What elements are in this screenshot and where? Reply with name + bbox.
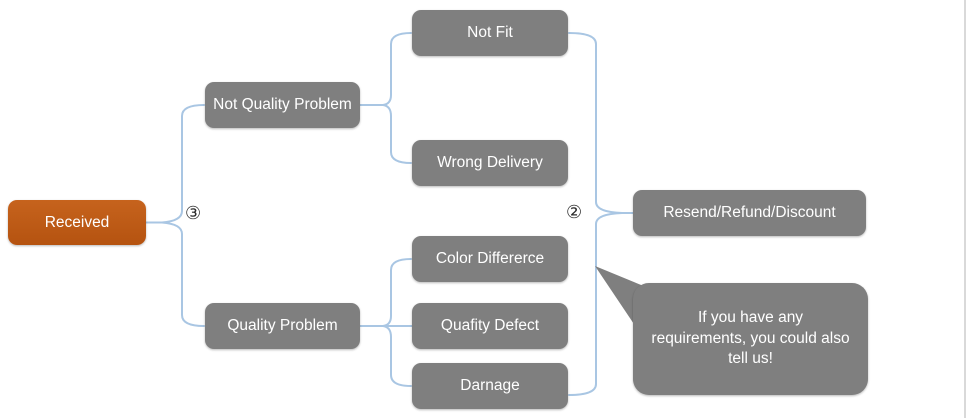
marker-circled-two: ② — [566, 204, 582, 222]
callout-bubble: If you have any requirements, you could … — [633, 283, 868, 395]
node-not-fit-label: Not Fit — [467, 24, 513, 42]
node-resend-refund-discount: Resend/Refund/Discount — [633, 190, 866, 236]
node-darnage: Darnage — [412, 363, 568, 409]
node-darnage-label: Darnage — [460, 377, 520, 395]
node-received-label: Received — [44, 213, 110, 231]
node-resend-refund-discount-label: Resend/Refund/Discount — [663, 204, 836, 222]
node-wrong-delivery: Wrong Delivery — [412, 140, 568, 186]
node-quality-problem: Quality Problem — [205, 303, 360, 349]
node-quafity-defect: Quafity Defect — [412, 303, 568, 349]
connector-brace-not-quality — [382, 32, 412, 164]
node-quafity-defect-label: Quafity Defect — [440, 317, 540, 335]
node-not-quality-problem: Not Quality Problem — [205, 82, 360, 128]
callout-text: If you have any requirements, you could … — [651, 308, 850, 368]
marker-circled-two-glyph: ② — [566, 202, 583, 223]
node-received: Received — [8, 200, 146, 245]
connector-brace-quality — [382, 258, 412, 387]
page-edge-line — [964, 0, 966, 418]
connector-brace-level1 — [161, 104, 205, 327]
node-color-differerce-label: Color Differerce — [435, 250, 545, 268]
marker-circled-three: ③ — [185, 205, 201, 223]
node-not-quality-problem-label: Not Quality Problem — [213, 96, 352, 114]
node-not-fit: Not Fit — [412, 10, 568, 56]
marker-circled-three-glyph: ③ — [185, 203, 202, 224]
node-wrong-delivery-label: Wrong Delivery — [437, 154, 543, 172]
node-quality-problem-label: Quality Problem — [227, 317, 338, 335]
node-color-differerce: Color Differerce — [412, 236, 568, 282]
